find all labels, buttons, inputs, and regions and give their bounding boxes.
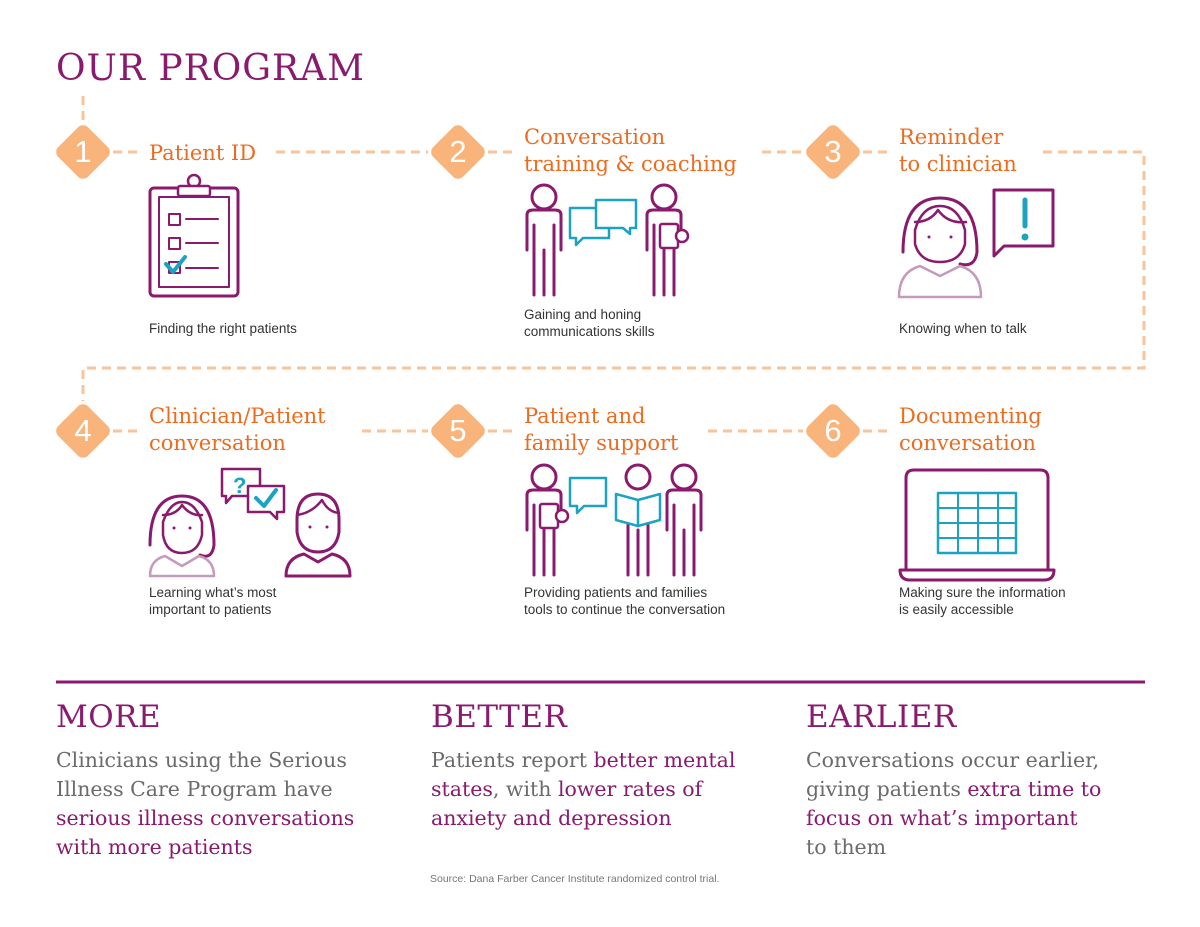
step-number: 5 bbox=[449, 413, 467, 448]
clinician-patient-dialog-icon: ? bbox=[148, 467, 352, 578]
page-title: OUR PROGRAM bbox=[56, 48, 365, 89]
connector-line bbox=[81, 150, 1146, 401]
step-diamond bbox=[56, 404, 110, 458]
step-diamond bbox=[431, 404, 485, 458]
laptop-record-icon bbox=[898, 468, 1056, 582]
outcome-text: Conversations occur earlier,giving patie… bbox=[806, 748, 1102, 859]
clipboard-checklist-icon bbox=[148, 173, 240, 298]
step-diamond bbox=[431, 125, 485, 179]
connector-lines bbox=[81, 96, 1146, 433]
step-description: Finding the right patients bbox=[149, 321, 297, 336]
step-number: 1 bbox=[74, 134, 92, 169]
source-note: Source: Dana Farber Cancer Institute ran… bbox=[430, 873, 720, 885]
step-number: 2 bbox=[449, 134, 467, 169]
outcome-heading: MORE bbox=[56, 699, 162, 735]
outcome-heading: BETTER bbox=[431, 699, 568, 735]
step-diamond bbox=[806, 404, 860, 458]
step-title: Patient ID bbox=[149, 141, 257, 165]
outcome-heading: EARLIER bbox=[806, 699, 957, 735]
step-diamond bbox=[56, 125, 110, 179]
clinician-alert-icon bbox=[897, 188, 1055, 299]
step-number: 4 bbox=[74, 413, 92, 448]
svg-text:?: ? bbox=[233, 473, 246, 498]
step-description: Knowing when to talk bbox=[899, 321, 1027, 336]
step-diamond bbox=[806, 125, 860, 179]
family-support-icon bbox=[525, 463, 703, 577]
conversation-training-icon bbox=[525, 183, 690, 297]
step-number: 3 bbox=[824, 134, 842, 169]
step-number: 6 bbox=[824, 413, 842, 448]
